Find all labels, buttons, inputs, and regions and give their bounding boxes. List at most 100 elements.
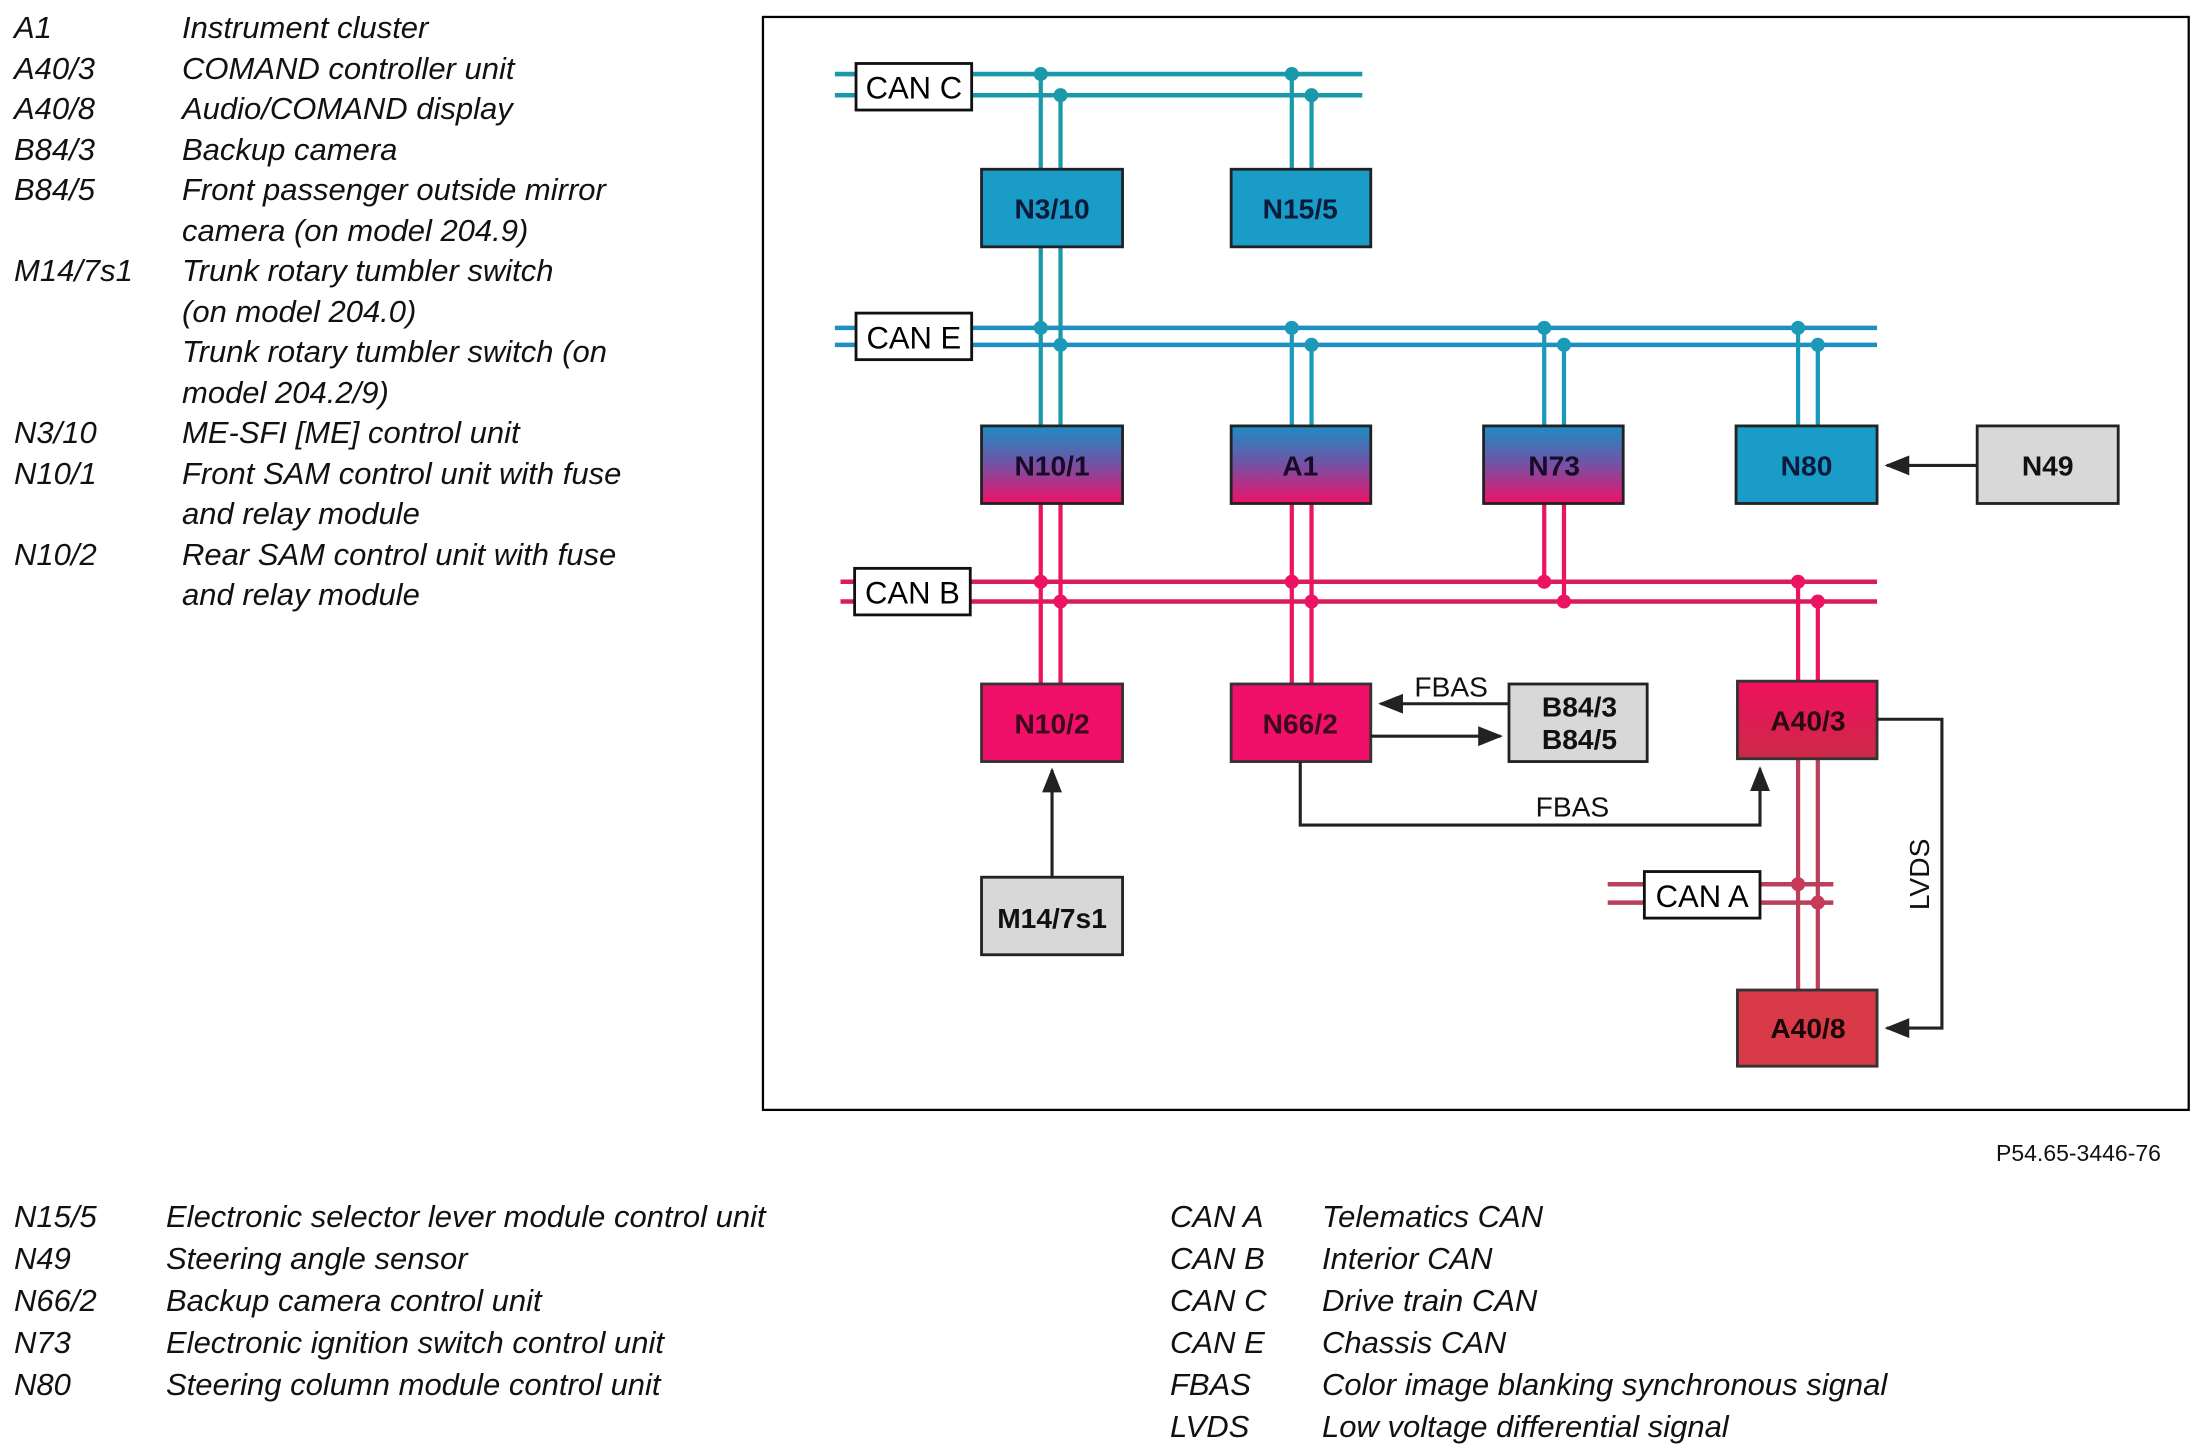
legend-bottom-right-code: LVDS (1170, 1409, 1250, 1444)
module-m14-7s1-label: M14/7s1 (997, 902, 1107, 934)
arrow-n66-2-to-a40-3 (1298, 761, 1770, 827)
legend-bottom-left-code: N80 (14, 1367, 71, 1402)
legend-top-code: M14/7s1 (14, 253, 133, 288)
can-c-junctions (1033, 67, 1319, 103)
can-c-label: CAN C (866, 71, 962, 106)
legend-top-description: Backup camera (182, 131, 398, 167)
legend-top-description: COMAND controller unit (182, 50, 515, 86)
module-n15-5[interactable]: N15/5 (1229, 167, 1373, 249)
legend-top-row: A40/3 COMAND controller unit (14, 49, 702, 90)
module-b84[interactable]: B84/3 B84/5 (1507, 682, 1649, 763)
legend-top-code: A40/3 (14, 50, 96, 86)
can-a-label: CAN A (1656, 879, 1749, 914)
can-a-junctions (1791, 877, 1825, 910)
can-e-junctions (1033, 320, 1825, 352)
arrow-a40-3-to-a40-8 (1877, 717, 1944, 1039)
module-b84-3-label: B84/3 (1542, 690, 1617, 722)
can-b-junctions (1033, 574, 1825, 609)
legend-bottom-right-description: Chassis CAN (1322, 1325, 1507, 1360)
legend-components-bottom: N15/5 Electronic selector lever module co… (14, 1196, 766, 1406)
legend-bottom-left-description: Steering column module control unit (166, 1367, 661, 1402)
legend-bottom-right-code: CAN A (1170, 1199, 1264, 1234)
legend-bottom-right-code: FBAS (1170, 1367, 1251, 1402)
legend-top-description: Front passenger outside mirror (182, 172, 606, 207)
legend-top-row: (on model 204.0) (14, 292, 702, 333)
legend-bottom-left-description: Steering angle sensor (166, 1241, 468, 1276)
legend-bottom-left-code: N15/5 (14, 1199, 97, 1234)
legend-top-row: B84/5 Front passenger outside mirror (14, 170, 702, 211)
legend-bottom-left-row: N15/5 Electronic selector lever module co… (14, 1196, 766, 1238)
can-a-drops (1795, 758, 1820, 991)
module-a40-3-label: A40/3 (1770, 705, 1845, 737)
figure-id: P54.65-3446-76 (1996, 1140, 2161, 1166)
module-a40-3[interactable]: A40/3 (1736, 679, 1879, 761)
can-e-bus (834, 325, 1878, 348)
module-n66-2[interactable]: N66/2 (1229, 682, 1373, 763)
legend-bottom-right-description: Color image blanking synchronous signal (1322, 1367, 1888, 1402)
diagram-frame (761, 15, 2190, 1112)
module-m14-7s1[interactable]: M14/7s1 (980, 875, 1124, 957)
module-n49[interactable]: N49 (1975, 424, 2120, 505)
module-a1-label: A1 (1282, 449, 1318, 481)
legend-top-description: camera (on model 204.9) (182, 212, 529, 248)
module-n3-10[interactable]: N3/10 (980, 167, 1124, 249)
legend-bottom-left-row: N49 Steering angle sensor (14, 1238, 766, 1280)
module-n10-2-label: N10/2 (1014, 707, 1089, 739)
can-b-bus (840, 579, 1878, 604)
legend-bottom-left-row: N80 Steering column module control unit (14, 1364, 766, 1406)
module-n80[interactable]: N80 (1734, 424, 1879, 505)
legend-top-row: Trunk rotary tumbler switch (on (14, 332, 702, 373)
module-n3-10-label: N3/10 (1014, 193, 1089, 225)
can-e-label-box: CAN E (854, 311, 974, 362)
legend-top-code: N10/2 (14, 536, 97, 572)
legend-top-row: and relay module (14, 575, 702, 616)
legend-top-row: model 204.2/9) (14, 373, 702, 414)
legend-bottom-right-code: CAN E (1170, 1325, 1265, 1360)
module-n73-label: N73 (1528, 449, 1580, 481)
lvds-label: LVDS (1903, 839, 1935, 911)
can-c-label-box: CAN C (854, 62, 974, 112)
legend-top-row: and relay module (14, 494, 702, 535)
legend-top-row: camera (on model 204.9) (14, 211, 702, 252)
module-a1[interactable]: A1 (1229, 424, 1373, 505)
module-a40-8-label: A40/8 (1770, 1012, 1845, 1044)
fbas-label-bottom: FBAS (1536, 791, 1610, 823)
can-c-drops (1038, 73, 1314, 426)
legend-bottom-right-description: Interior CAN (1322, 1241, 1493, 1276)
legend-top-description: Instrument cluster (182, 10, 429, 45)
legend-bottom-left-description: Electronic selector lever module control… (166, 1199, 766, 1234)
module-n10-2[interactable]: N10/2 (980, 682, 1124, 763)
legend-top-code: N3/10 (14, 415, 97, 450)
legend-top-description: Trunk rotary tumbler switch (on (182, 334, 607, 369)
legend-bottom-right-row: CAN E Chassis CAN (1170, 1322, 1887, 1364)
can-a-label-box: CAN A (1642, 870, 1762, 920)
can-b-label-box: CAN B (853, 566, 972, 617)
legend-bottom-left-description: Backup camera control unit (166, 1283, 542, 1318)
legend-bottom-left-code: N49 (14, 1241, 71, 1276)
can-b-label: CAN B (865, 576, 960, 611)
module-n15-5-label: N15/5 (1263, 193, 1338, 225)
legend-top-row: M14/7s1 Trunk rotary tumbler switch (14, 251, 702, 292)
module-n10-1-label: N10/1 (1014, 449, 1089, 481)
legend-top-description: Trunk rotary tumbler switch (182, 253, 554, 288)
legend-bottom-left-description: Electronic ignition switch control unit (166, 1325, 664, 1360)
module-a40-8[interactable]: A40/8 (1736, 988, 1879, 1068)
module-n73[interactable]: N73 (1482, 424, 1625, 505)
legend-top-code: B84/5 (14, 172, 96, 207)
legend-top-code: A40/8 (14, 91, 96, 126)
legend-bottom-right-row: CAN A Telematics CAN (1170, 1196, 1887, 1238)
can-b-drops (1038, 503, 1820, 684)
can-e-label: CAN E (866, 320, 961, 355)
can-e-drops (1289, 327, 1820, 426)
legend-bottom-right-code: CAN C (1170, 1283, 1267, 1318)
legend-bottom-right-description: Telematics CAN (1322, 1199, 1544, 1234)
module-n10-1[interactable]: N10/1 (980, 424, 1124, 505)
legend-bottom-right-description: Drive train CAN (1322, 1283, 1538, 1318)
